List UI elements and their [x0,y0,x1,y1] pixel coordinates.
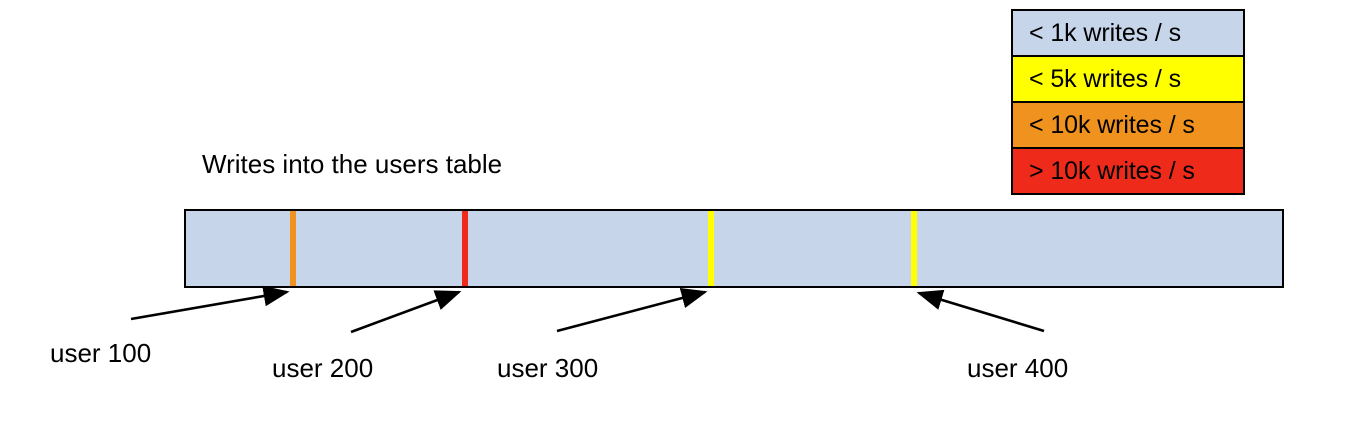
marker-user-300 [708,211,714,286]
legend-row-under-5k: < 5k writes / s [1013,57,1243,103]
legend-label-under-10k: < 10k writes / s [1029,110,1195,139]
legend-row-over-10k: > 10k writes / s [1013,149,1243,193]
legend-row-under-10k: < 10k writes / s [1013,103,1243,149]
arrow-user-400 [916,289,1045,333]
label-user-300: user 300 [497,353,599,383]
label-user-400: user 400 [967,353,1069,383]
arrow-user-200 [350,290,462,334]
arrow-user-100 [130,285,290,321]
legend: < 1k writes / s < 5k writes / s < 10k wr… [1011,9,1245,195]
label-user-200: user 200 [272,353,374,383]
legend-label-over-10k: > 10k writes / s [1029,156,1195,185]
marker-user-100 [290,211,296,286]
legend-label-under-1k: < 1k writes / s [1029,18,1182,47]
chart-title: Writes into the users table [202,149,503,179]
arrow-user-300 [556,287,708,333]
label-user-100: user 100 [50,338,152,368]
legend-label-under-5k: < 5k writes / s [1029,64,1182,93]
users-table-bar [184,209,1284,288]
marker-user-400 [911,211,917,286]
marker-user-200 [462,211,468,286]
legend-row-under-1k: < 1k writes / s [1013,11,1243,57]
